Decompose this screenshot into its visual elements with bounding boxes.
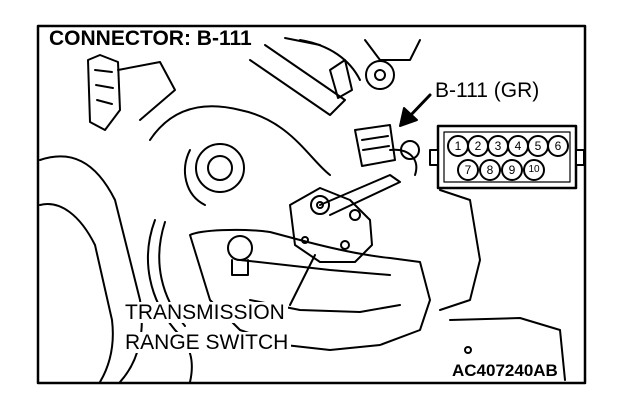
transmission-case [189,228,431,351]
figure-frame [36,24,587,385]
switch-label-line1: TRANSMISSION [122,302,288,323]
figure-code: AC407240AB [452,361,558,380]
upper-pipe [249,44,346,116]
range-switch-plate [289,187,373,263]
drain-plug [227,235,253,261]
connector-pin: 5 [527,135,549,157]
connector-label: B-111 (GR) [433,79,542,102]
connector-pin: 8 [479,159,501,181]
connector-pin: 4 [507,135,529,157]
diagram-title: CONNECTOR: B-111 [46,28,255,49]
connector-pin: 9 [501,159,523,181]
connector-pin: 7 [457,159,479,181]
connector-pin: 3 [487,135,509,157]
connector-pin: 6 [547,135,569,157]
switch-shaft [310,195,330,215]
upper-bolt [365,60,395,90]
manual-lever [319,174,401,216]
harness-wire [149,105,331,176]
left-hose [39,155,143,383]
switch-label-line2: RANGE SWITCH [122,332,292,353]
connector-pin: 1 [447,135,469,157]
connector-pin: 10 [523,159,545,181]
left-boss [195,143,245,193]
left-bracket [87,54,121,131]
connector-pin: 2 [467,135,489,157]
switch-leader-line [289,254,316,306]
engine-connector [354,124,396,167]
